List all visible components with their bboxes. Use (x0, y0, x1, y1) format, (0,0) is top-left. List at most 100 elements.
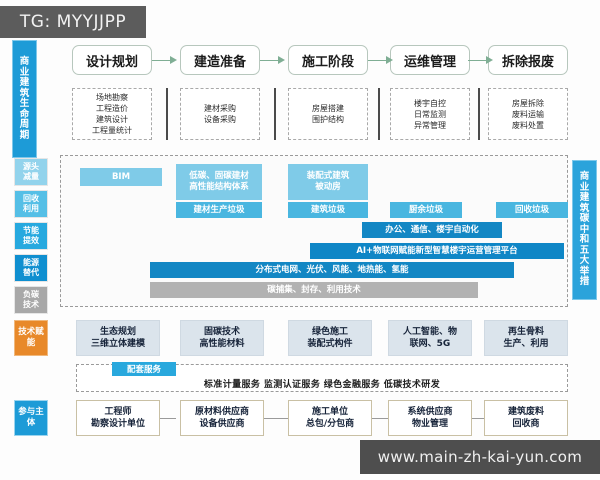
tile-low-carbon-materials[interactable]: 低碳、固碳建材 高性能结构体系 (176, 164, 262, 200)
enabling-line: 生态规划 (99, 327, 136, 337)
stage-box-design[interactable]: 设计规划 (72, 45, 152, 75)
stage-box-demolition[interactable]: 拆除报废 (488, 45, 568, 75)
participant-connector-2 (264, 418, 288, 419)
tile-construction-waste[interactable]: 建筑垃圾 (288, 202, 368, 218)
task-line: 建材采购 (204, 104, 236, 113)
tile-distributed-energy[interactable]: 分布式电网、光伏、风能、地热能、氢能 (150, 262, 514, 278)
enabling-line: 装配式构件 (307, 339, 353, 349)
url-watermark: www.main-zh-kai-yun.com (360, 440, 600, 474)
task-line: 围护结构 (312, 115, 344, 124)
participant-line: 原材料供应商 (194, 407, 249, 417)
stage-box-operation[interactable]: 运维管理 (390, 45, 470, 75)
participant-box-material-supplier[interactable]: 原材料供应商 设备供应商 (180, 400, 264, 436)
task-box-preparation: 建材采购 设备采购 (180, 88, 260, 140)
chip-line: 替代 (23, 268, 39, 277)
chip-line: 节能 (23, 226, 39, 235)
chip-line: 技术 (23, 300, 39, 309)
task-line: 日常监测 (414, 109, 446, 119)
tile-recycled-waste[interactable]: 回收垃圾 (496, 202, 568, 218)
tile-kitchen-waste[interactable]: 厨余垃圾 (390, 202, 462, 218)
tile-bim[interactable]: BIM (80, 168, 162, 186)
enabling-box-eco-planning[interactable]: 生态规划 三维立体建模 (76, 320, 160, 356)
participants-label: 参与主体 (14, 400, 48, 436)
stage-box-preparation[interactable]: 建造准备 (180, 45, 260, 75)
tile-ccus[interactable]: 碳捕集、封存、利用技术 (150, 282, 478, 298)
participant-line: 物业管理 (411, 419, 448, 429)
task-line: 异常管理 (414, 120, 446, 130)
tile-office-communication-automation[interactable]: 办公、通信、楼宇自动化 (362, 222, 502, 238)
stage-divider-2 (274, 88, 276, 140)
measure-chip-energy-efficiency[interactable]: 节能 提效 (14, 222, 48, 250)
life-cycle-axis-text: 商业建筑生命周期 (19, 56, 30, 141)
arrow-icon-2 (260, 56, 286, 64)
stage-box-construction[interactable]: 施工阶段 (288, 45, 368, 75)
enabling-box-green-construction[interactable]: 绿色施工 装配式构件 (288, 320, 372, 356)
participant-connector-4 (472, 418, 484, 419)
task-line: 建筑设计 (96, 115, 128, 124)
chip-line: 提效 (23, 236, 39, 245)
task-box-operation: 楼宇自控 日常监测 异常管理 (390, 88, 470, 140)
tile-material-production-waste[interactable]: 建材生产垃圾 (176, 202, 262, 218)
services-items: 标准计量服务 监测认证服务 绿色金融服务 低碳技术研发 (203, 380, 441, 390)
enabling-line: 三维立体建模 (90, 339, 145, 349)
enabling-box-carbon-fixing[interactable]: 固碳技术 高性能材料 (180, 320, 264, 356)
tech-enabling-line: 技术赋能 (18, 327, 44, 348)
tile-ai-iot-platform[interactable]: AI+物联网赋能新型智慧楼宇运营管理平台 (310, 243, 564, 259)
enabling-line: 高性能材料 (199, 339, 245, 349)
tile-prefabricated-building[interactable]: 装配式建筑 被动房 (288, 164, 368, 200)
services-tag[interactable]: 配套服务 (112, 362, 176, 376)
participant-line: 总包/分包商 (305, 419, 355, 429)
arrow-icon-4 (468, 56, 494, 64)
task-line: 房屋搭建 (312, 104, 344, 113)
participant-line: 勘察设计单位 (90, 419, 145, 429)
stage-divider-1 (166, 88, 168, 140)
participant-box-contractor[interactable]: 施工单位 总包/分包商 (288, 400, 372, 436)
task-box-design: 场地勘察 工程造价 建筑设计 工程量统计 (72, 88, 152, 140)
participants-line: 参与主体 (18, 407, 44, 428)
task-line: 楼宇自控 (414, 98, 446, 108)
participant-line: 回收商 (512, 419, 540, 429)
participant-line: 系统供应商 (407, 407, 453, 417)
measure-chip-recycling[interactable]: 回收 利用 (14, 190, 48, 218)
arrow-icon-3 (368, 56, 394, 64)
participant-connector-1 (160, 418, 176, 419)
chip-line: 利用 (23, 204, 39, 213)
task-line: 废料处置 (512, 120, 544, 130)
tile-line: 被动房 (315, 182, 341, 192)
tech-enabling-label: 技术赋能 (14, 320, 48, 356)
telegram-watermark: TG: MYYJJPP (0, 6, 146, 38)
participant-connector-3 (372, 418, 388, 419)
participant-line: 工程师 (104, 407, 132, 417)
chip-line: 减量 (23, 172, 39, 181)
tile-line: 高性能结构体系 (189, 182, 249, 192)
chip-line: 源头 (23, 162, 39, 171)
enabling-line: 人工智能、物 (402, 327, 457, 337)
chip-line: 回收 (23, 194, 39, 203)
measure-chip-energy-substitution[interactable]: 能源 替代 (14, 254, 48, 282)
task-line: 设备采购 (204, 115, 236, 124)
five-measures-axis-text: 商业建筑碳中和五大举措 (579, 171, 590, 288)
task-box-construction: 房屋搭建 围护结构 (288, 88, 368, 140)
enabling-box-ai-iot-5g[interactable]: 人工智能、物 联网、5G (388, 320, 472, 356)
participant-line: 施工单位 (311, 407, 348, 417)
task-line: 场地勘察 (96, 93, 128, 102)
measure-chip-source-reduction[interactable]: 源头 减量 (14, 158, 48, 186)
chip-line: 能源 (23, 258, 39, 267)
task-line: 房屋拆除 (512, 98, 544, 108)
task-line: 工程造价 (96, 104, 128, 113)
measure-chip-negative-carbon[interactable]: 负碳 技术 (14, 286, 48, 314)
task-line: 废料运输 (512, 109, 544, 119)
participant-box-designer[interactable]: 工程师 勘察设计单位 (76, 400, 160, 436)
enabling-box-recycled-aggregate[interactable]: 再生骨料 生产、利用 (484, 320, 568, 356)
tile-line: 低碳、固碳建材 (189, 171, 249, 181)
stage-divider-3 (378, 88, 380, 140)
participant-line: 建筑废料 (507, 407, 544, 417)
participant-box-system-supplier[interactable]: 系统供应商 物业管理 (388, 400, 472, 436)
participant-box-waste-recycler[interactable]: 建筑废料 回收商 (484, 400, 568, 436)
arrow-icon-1 (152, 56, 178, 64)
enabling-line: 绿色施工 (311, 327, 348, 337)
stage-divider-4 (478, 88, 480, 140)
enabling-line: 固碳技术 (203, 327, 240, 337)
tile-line: 装配式建筑 (306, 171, 350, 181)
